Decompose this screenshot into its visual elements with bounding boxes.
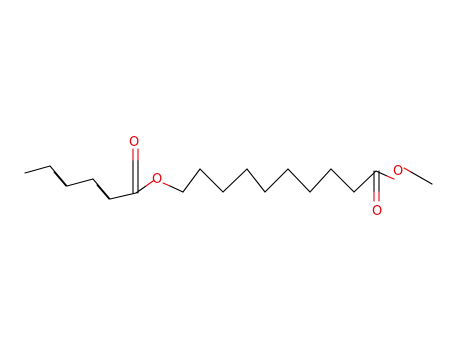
- bond-chain-1: [182, 168, 201, 193]
- bond-c5-c4-double-inner: [53, 171, 67, 187]
- bond-chain-2: [199, 168, 224, 193]
- bond-c1-o-ester: [135, 185, 147, 194]
- bond-c-o-ester-right: [375, 170, 388, 177]
- bond-c3-c2-double-inner: [96, 184, 110, 200]
- bond-o-ester-c-red: [162, 182, 171, 187]
- bond-c2-c1: [109, 192, 137, 200]
- bond-chain-8: [330, 168, 355, 193]
- bond-chain-9: [353, 170, 377, 193]
- atom-o-carbonyl-left: O: [129, 135, 139, 150]
- bond-chain-6: [287, 168, 311, 193]
- bond-o-methyl: [410, 171, 433, 185]
- bond-c4-c3: [66, 178, 94, 187]
- bond-o-methyl-red: [403, 167, 412, 173]
- bond-chain-7: [309, 168, 332, 193]
- bond-c3-c2-double: [92, 178, 111, 200]
- bond-chain-4: [246, 168, 266, 193]
- atom-o-ester-right: O: [393, 164, 403, 179]
- bond-c-o-ester-right-red: [386, 175, 395, 180]
- atom-o-carbonyl-right: O: [372, 204, 382, 219]
- bond-c5-c4-double: [49, 165, 68, 187]
- bond-chain-3: [222, 168, 248, 193]
- bond-chain-5: [264, 168, 289, 193]
- atom-o-ester-left: O: [152, 172, 162, 187]
- bond-c1-o-ester-red: [145, 180, 154, 187]
- bond-o-c1-chain: [169, 185, 184, 193]
- bond-c6-c5: [24, 165, 51, 174]
